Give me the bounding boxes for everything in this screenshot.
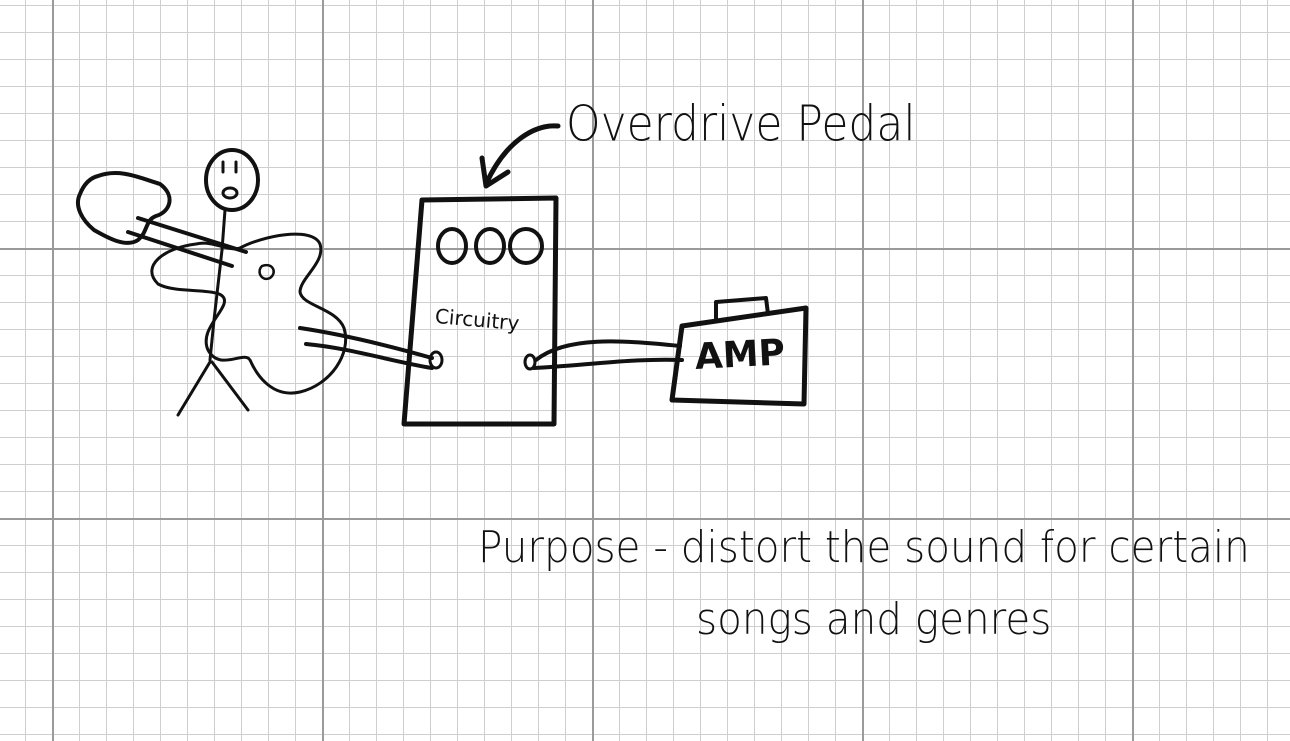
guitarist-body [208,208,227,362]
pedal-output-jack [523,353,537,371]
overdrive-pedal [401,195,559,427]
pedal-input-jack [428,350,444,370]
guitar [75,171,348,395]
purpose-text-line-2: songs and genres [696,594,1052,645]
amp-outline [669,305,809,407]
cable-pedal-to-amp [532,339,684,370]
guitarist-eyes [221,160,238,174]
guitar-neck [126,216,248,268]
guitar-headstock [75,171,172,245]
guitarist-figure [176,148,260,417]
amp [669,296,809,407]
pedal-outline [401,195,559,427]
amp-handle [714,296,770,320]
title-arrow [479,123,561,189]
pedal-knob-2 [474,227,506,265]
guitarist-head [204,148,260,212]
guitarist-mouth [221,186,239,200]
guitar-body [150,232,348,395]
guitarist-legs [176,360,250,417]
pedal-title-label: Overdrive Pedal [566,95,916,153]
pedal-knob-3 [508,227,544,265]
pedal-knob-1 [436,227,468,265]
title-arrow-head [479,155,511,189]
guitar-swirl [258,263,275,281]
title-arrow-curve [483,123,561,187]
amp-label: AMP [693,332,786,378]
purpose-text-line-1: Purpose - distort the sound for certain [478,522,1250,573]
cable-guitar-to-pedal [298,326,434,370]
